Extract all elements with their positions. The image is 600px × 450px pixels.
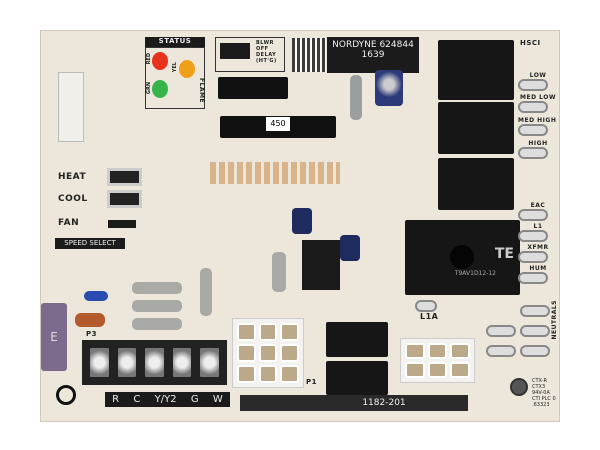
terminal-w-screw[interactable] — [198, 346, 221, 379]
power-resistor — [200, 268, 212, 316]
speed-relay — [438, 158, 514, 210]
terminal-hum[interactable]: HUM — [518, 265, 558, 286]
neutral-terminal[interactable] — [520, 345, 550, 357]
data-matrix-code — [292, 38, 326, 72]
thermostat-terminal-block — [82, 340, 227, 385]
capacitor — [340, 235, 360, 261]
fuse-label: E — [50, 330, 58, 344]
flame-label: FLAME — [198, 78, 205, 104]
p3-label: P3 — [86, 330, 98, 338]
power-resistor — [132, 282, 182, 294]
cool-label: COOL — [58, 194, 88, 204]
part-number: 1182-201 — [362, 398, 406, 408]
date-code: 1639 — [361, 50, 385, 60]
thermostat-terminal-labels: R C Y/Y2 G W — [105, 392, 230, 407]
fan-label: FAN — [58, 218, 80, 228]
green-led — [152, 80, 168, 98]
terminal-eac[interactable]: EAC — [518, 202, 558, 223]
status-title: STATUS — [145, 37, 205, 47]
te-logo: TE — [494, 246, 514, 262]
ic-chip — [218, 77, 288, 99]
brand-label: NORDYNE 624844 — [332, 40, 414, 50]
terminal-c-screw[interactable] — [115, 346, 139, 379]
terminal-label: C — [133, 394, 141, 405]
power-resistor — [272, 252, 286, 292]
red-led-label: RED — [146, 53, 152, 65]
small-relay — [302, 240, 340, 290]
hsci-label: HSCI — [520, 39, 541, 47]
green-led-label: GRN — [146, 82, 152, 95]
terminal-med-high[interactable]: MED HIGH — [518, 117, 558, 140]
cool-dip-switch[interactable] — [107, 190, 142, 208]
resistor-row — [210, 162, 340, 184]
terminal-label: R — [112, 394, 120, 405]
p1-label: P1 — [306, 378, 318, 386]
speed-relay — [438, 40, 514, 100]
relay — [326, 361, 388, 395]
neutral-terminal[interactable] — [486, 325, 516, 337]
brand-label-box: NORDYNE 624844 1639 — [327, 37, 419, 73]
capacitor-orange — [75, 313, 105, 327]
l1a-label: L1A — [420, 312, 439, 321]
capacitor-blue — [84, 291, 108, 301]
status-box — [145, 47, 205, 109]
p1-connector[interactable] — [232, 318, 304, 388]
l1a-terminal[interactable] — [415, 300, 437, 312]
capacitor — [292, 208, 312, 234]
jumper-box — [215, 37, 285, 72]
heat-dip-switch[interactable] — [107, 168, 142, 186]
terminal-label: Y/Y2 — [154, 394, 177, 405]
blower-delay-label: BLWR OFF DELAY (HT'G) — [256, 40, 277, 64]
blower-delay-jumper[interactable] — [220, 43, 250, 59]
connector-2[interactable] — [400, 338, 475, 383]
resistor — [350, 75, 362, 120]
aux-terminals: EAC L1 XFMR HUM — [518, 202, 558, 286]
fuse[interactable]: E — [41, 303, 67, 371]
terminal-low[interactable]: LOW — [518, 72, 558, 94]
terminal-r-screw[interactable] — [88, 346, 111, 379]
yellow-led-label: YEL — [172, 62, 178, 73]
te-model: T9AV1D12-12 — [454, 270, 496, 277]
power-resistor — [132, 300, 182, 312]
speed-select-label: SPEED SELECT — [55, 238, 125, 249]
neutral-terminal[interactable] — [520, 305, 550, 317]
relay-knob — [450, 245, 474, 269]
neutrals-label: NEUTRALS — [551, 300, 558, 340]
terminal-high[interactable]: HIGH — [518, 140, 558, 163]
terminal-label: W — [212, 394, 223, 405]
part-number-strip: 1182-201 — [240, 395, 468, 411]
sticker-450: 450 — [266, 117, 290, 131]
red-led — [152, 52, 168, 70]
relay — [326, 322, 388, 357]
left-connector — [58, 72, 84, 142]
fan-jumper[interactable] — [108, 220, 136, 228]
te-relay: TE T9AV1D12-12 — [405, 220, 520, 295]
power-resistor — [132, 318, 182, 330]
capacitor — [375, 70, 403, 106]
csa-logo — [56, 385, 76, 405]
yellow-led — [179, 60, 195, 78]
terminal-l1[interactable]: L1 — [518, 223, 558, 244]
neutral-terminal[interactable] — [520, 325, 550, 337]
terminal-med-low[interactable]: MED LOW — [518, 94, 558, 117]
speed-terminals: LOW MED LOW MED HIGH HIGH — [518, 72, 558, 163]
terminal-y-screw[interactable] — [143, 346, 166, 379]
heat-label: HEAT — [58, 172, 87, 182]
speed-relay — [438, 102, 514, 154]
terminal-label: G — [190, 394, 199, 405]
terminal-xfmr[interactable]: XFMR — [518, 244, 558, 265]
mounting-hole — [510, 378, 528, 396]
neutral-terminal[interactable] — [486, 345, 516, 357]
terminal-g-screw[interactable] — [170, 346, 194, 379]
